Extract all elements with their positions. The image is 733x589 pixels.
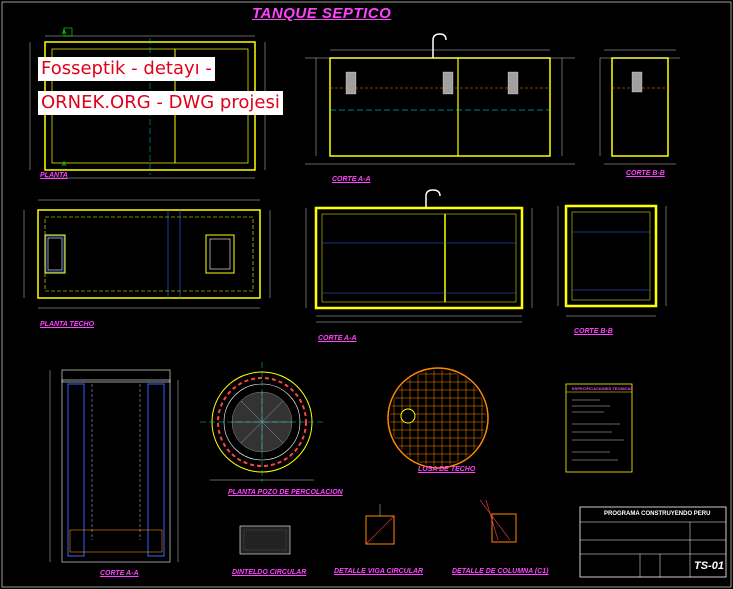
program-name: PROGRAMA CONSTRUYENDO PERU <box>604 511 711 517</box>
view-label-corte-aa-top: CORTE A-A <box>332 176 371 183</box>
view-label-planta-techo: PLANTA TECHO <box>40 321 95 328</box>
detalle-columna-view <box>479 499 517 543</box>
planta-techo-view <box>23 199 271 309</box>
specs-heading: ESPECIFICACIONES TECNICAS <box>572 386 633 391</box>
title-block <box>579 506 727 578</box>
view-label-corte-bb-mid: CORTE B-B <box>574 328 613 335</box>
svg-text:A: A <box>62 161 67 168</box>
losa-techo-view <box>387 367 489 469</box>
corte-aa-bottom-view <box>49 369 179 563</box>
corte-aa-top-view <box>305 33 575 165</box>
view-label-detalle-viga: DETALLE VIGA CIRCULAR <box>334 568 424 575</box>
watermark-line-2: ORNEK.ORG - DWG projesi <box>38 91 283 115</box>
drawing-title: TANQUE SEPTICO <box>252 5 392 22</box>
planta-pozo-view <box>200 362 324 482</box>
detalle-viga-view <box>365 504 395 545</box>
view-label-losa-techo: LOSA DE TECHO <box>418 466 476 473</box>
view-label-planta-pozo: PLANTA POZO DE PERCOLACION <box>228 489 343 496</box>
sheet-number: TS-01 <box>694 560 724 572</box>
view-label-corte-aa-bottom: CORTE A-A <box>100 570 139 577</box>
dinteldo-view <box>239 525 291 555</box>
svg-text:A: A <box>62 29 67 36</box>
view-label-corte-bb-top: CORTE B-B <box>626 170 665 177</box>
specs-box <box>565 383 633 473</box>
corte-aa-mid-view <box>305 189 533 323</box>
view-label-corte-aa-mid: CORTE A-A <box>318 335 357 342</box>
view-label-detalle-columna: DETALLE DE COLUMNA (C1) <box>452 568 549 575</box>
watermark-line-1: Fosseptik - detayı - <box>38 57 215 81</box>
corte-bb-top-view <box>599 49 680 165</box>
view-label-planta: PLANTA <box>40 172 68 179</box>
view-label-dinteldo: DINTELDO CIRCULAR <box>232 569 307 576</box>
corte-bb-mid-view <box>557 204 667 317</box>
